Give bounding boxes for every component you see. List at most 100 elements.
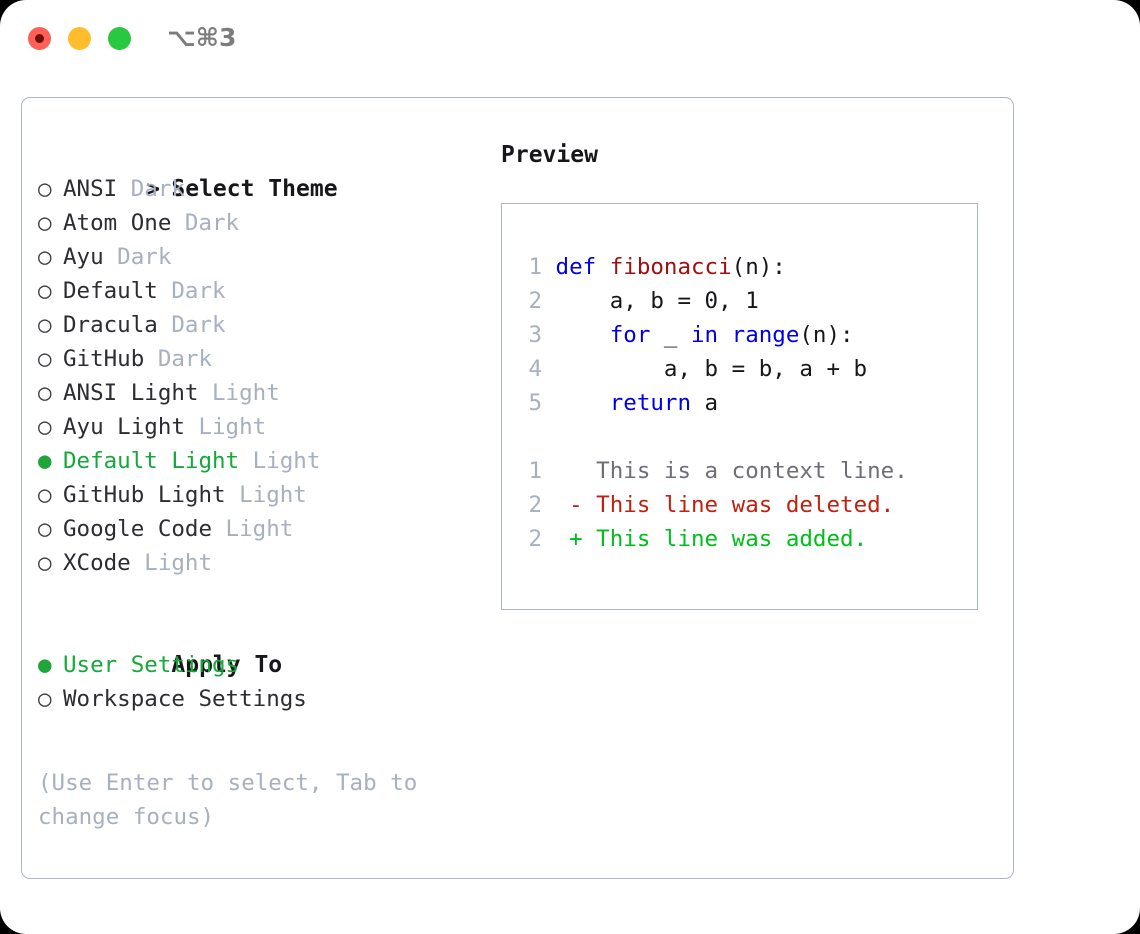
theme-option-ayu[interactable]: ○Ayu Dark	[38, 240, 478, 274]
theme-option-ansi-light[interactable]: ○ ANSI Light Light	[38, 376, 478, 410]
line-number: 4	[528, 356, 542, 382]
theme-variant-badge: Dark	[103, 244, 172, 270]
radio-unselected-icon: ○	[38, 346, 52, 372]
code-token: a, b = b, a + b	[555, 356, 868, 382]
theme-variant-badge: Dark	[157, 278, 226, 304]
line-number: 2	[528, 492, 542, 518]
theme-variant-badge: Dark	[171, 210, 240, 236]
line-number: 3	[528, 322, 542, 348]
code-token: (n):	[731, 254, 786, 280]
theme-variant-badge: Dark	[144, 346, 213, 372]
theme-option-ansi[interactable]: ○ ANSI Dark	[38, 172, 478, 206]
theme-option-github[interactable]: ○GitHub Dark	[38, 342, 478, 376]
theme-option-label: ANSI Light	[63, 380, 199, 406]
code-token: range	[731, 322, 800, 348]
radio-unselected-icon: ○	[38, 482, 52, 508]
apply-to-option-workspace-settings[interactable]: ○ Workspace Settings	[38, 682, 478, 716]
radio-selected-icon: ●	[38, 652, 52, 678]
radio-unselected-icon: ○	[38, 210, 52, 236]
line-number: 2	[528, 288, 542, 314]
theme-variant-badge: Dark	[117, 176, 185, 202]
diff-line: 2 - This line was deleted.	[516, 488, 908, 522]
theme-option-label: ANSI	[63, 176, 118, 202]
theme-option-google-code[interactable]: ○Google Code Light	[38, 512, 478, 546]
code-line: 4 a, b = b, a + b	[516, 352, 908, 386]
code-line: 5 return a	[516, 386, 908, 420]
title-bar: ⌥⌘3	[0, 0, 1140, 78]
apply-to-option-label: User Settings	[63, 652, 240, 678]
radio-unselected-icon: ○	[38, 312, 52, 338]
radio-unselected-icon: ○	[38, 380, 52, 406]
minimize-window-button[interactable]	[68, 27, 91, 50]
theme-variant-badge: Dark	[157, 312, 226, 338]
code-token: return	[609, 390, 692, 416]
theme-option-label: Dracula	[63, 312, 158, 338]
theme-list-header: >Select Theme	[38, 138, 478, 202]
caret-icon: >	[146, 176, 160, 202]
theme-option-label: XCode	[63, 550, 131, 576]
theme-variant-badge: Light	[239, 448, 321, 474]
apply-to-option-user-settings[interactable]: ● User Settings	[38, 648, 478, 682]
theme-option-default[interactable]: ○ Default Dark	[38, 274, 478, 308]
theme-option-atom-one[interactable]: ○ Atom One Dark	[38, 206, 478, 240]
code-token: _	[650, 322, 692, 348]
code-token: a, b = 0, 1	[555, 288, 759, 314]
theme-option-github-light[interactable]: ○GitHub Light Light	[38, 478, 478, 512]
code-token	[718, 322, 732, 348]
diff-line: 2 + This line was added.	[516, 522, 908, 556]
line-number: 2	[528, 526, 542, 552]
apply-to-header-label: Apply To	[171, 652, 283, 678]
code-token: (n):	[799, 322, 854, 348]
theme-option-ayu-light[interactable]: ○ Ayu Light Light	[38, 410, 478, 444]
theme-option-default-light[interactable]: ● Default Light Light	[38, 444, 478, 478]
radio-selected-icon: ●	[38, 448, 52, 474]
apply-to-option-label: Workspace Settings	[63, 686, 307, 712]
theme-selector-panel: >Select Theme ○ANSI Dark○Atom One Dark○A…	[21, 97, 1014, 879]
keyboard-shortcut-label: ⌥⌘3	[167, 23, 237, 52]
theme-option-label: Atom One	[63, 210, 172, 236]
radio-unselected-icon: ○	[38, 176, 52, 202]
theme-variant-badge: Light	[184, 414, 267, 440]
code-line: 1 def fibonacci(n):	[516, 250, 908, 284]
theme-list: >Select Theme ○ANSI Dark○Atom One Dark○A…	[38, 138, 478, 716]
theme-variant-badge: Light	[198, 380, 280, 406]
code-token: def	[555, 254, 610, 280]
line-number: 1	[528, 458, 542, 484]
preview-title: Preview	[501, 142, 598, 168]
theme-options: ○ANSI Dark○Atom One Dark○Ayu Dark○Defaul…	[38, 172, 478, 580]
theme-option-label: Default Light	[63, 448, 240, 474]
preview-section: Preview	[501, 138, 1001, 172]
maximize-window-button[interactable]	[108, 27, 131, 50]
code-token: a	[691, 390, 719, 416]
theme-option-label: Ayu	[63, 244, 104, 270]
radio-unselected-icon: ○	[38, 550, 52, 576]
diff-line-text: + This line was added.	[569, 526, 868, 552]
code-line: 2 a, b = 0, 1	[516, 284, 908, 318]
theme-option-label: Ayu Light	[63, 414, 185, 440]
theme-option-xcode[interactable]: ○ XCode Light	[38, 546, 478, 580]
radio-unselected-icon: ○	[38, 278, 52, 304]
radio-unselected-icon: ○	[38, 414, 52, 440]
diff-line-text: - This line was deleted.	[569, 492, 895, 518]
radio-unselected-icon: ○	[38, 686, 52, 712]
code-token: fibonacci	[609, 254, 732, 280]
apply-to-options: ● User Settings ○ Workspace Settings	[38, 648, 478, 716]
theme-option-dracula[interactable]: ○ Dracula Dark	[38, 308, 478, 342]
diff-line: 1 This is a context line.	[516, 454, 907, 488]
theme-option-label: Default	[63, 278, 158, 304]
theme-variant-badge: Light	[130, 550, 213, 576]
code-token	[556, 390, 610, 416]
code-token: in	[691, 322, 719, 348]
line-number: 5	[528, 390, 542, 416]
theme-option-label: Google Code	[63, 516, 213, 542]
apply-to-header: Apply To	[38, 614, 478, 678]
code-line: 3 for _ in range(n):	[516, 318, 908, 352]
section-spacer	[38, 580, 478, 614]
code-token: for	[609, 322, 651, 348]
code-diff-spacer	[516, 420, 908, 454]
keyboard-hint-text: (Use Enter to select, Tab to change focu…	[38, 770, 418, 830]
theme-variant-badge: Light	[212, 516, 294, 542]
